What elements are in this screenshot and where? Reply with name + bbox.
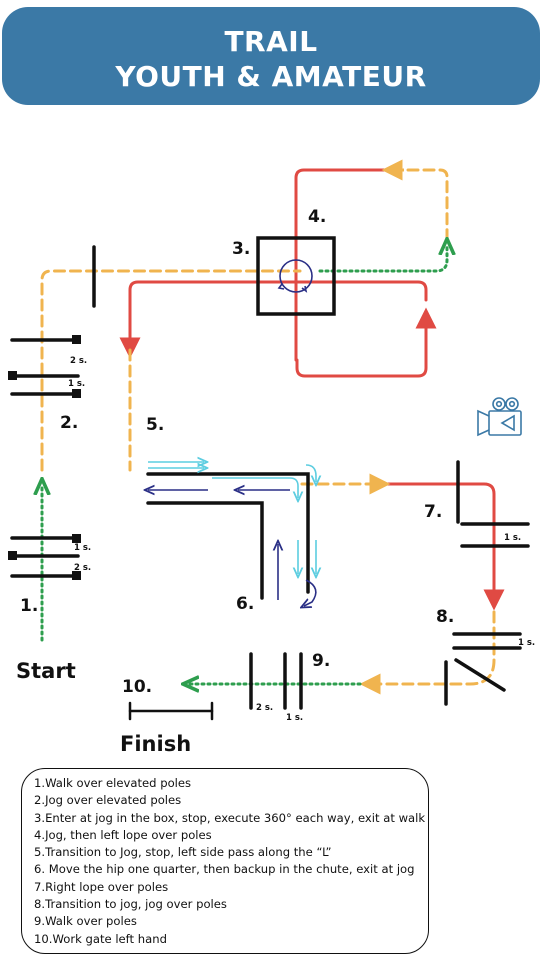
obstacles [10,236,530,721]
chute-outer-l [146,472,310,594]
gate-10 [128,701,214,721]
poles-2 [10,338,80,396]
label-obstacle-8: 8. [436,607,454,627]
legend-item: 5.Transition to Jog, stop, left side pas… [34,845,332,860]
spacing-poles8: 1 s. [518,638,535,648]
finish-label: Finish [120,732,191,756]
walk-path [42,246,447,684]
title-banner: TRAIL YOUTH & AMATEUR [2,7,540,105]
label-obstacle-5: 5. [146,415,164,435]
label-obstacle-3: 3. [232,239,250,259]
box-3 [256,236,336,316]
legend-item: 9.Walk over poles [34,914,137,929]
title-line-1: TRAIL [224,25,318,58]
spacing-labels: 2 s. 1 s. 1 s. 2 s. 1 s. 1 s. 2 s. 1 s. [68,356,535,723]
legend-item: 2.Jog over elevated poles [34,793,182,808]
spacing-poles1-bottom: 2 s. [74,563,91,573]
poles-7 [456,460,530,548]
title-line-2: YOUTH & AMATEUR [115,60,427,93]
pole-blocks [8,335,81,580]
legend-item: 10.Work gate left hand [34,931,167,946]
sidepass-arrows [148,462,316,606]
walk-segment-box-exit [318,246,447,273]
legend-item: 7.Right lope over poles [34,879,169,894]
spacing-poles1-top: 1 s. [74,543,91,553]
lope-path [119,168,505,611]
label-obstacle-10: 10. [122,677,152,697]
jog-segment-top-right [390,168,449,240]
spacing-poles9-right: 1 s. [286,713,303,723]
poles-1 [10,536,80,578]
label-obstacle-1: 1. [20,596,38,616]
label-obstacle-9: 9. [312,651,330,671]
legend-item: 1.Walk over elevated poles [34,776,192,790]
lope-segment-left-descent [119,280,428,359]
legend-item: 3.Enter at jog in the box, stop, execute… [34,810,426,825]
label-obstacle-4: 4. [308,207,326,227]
spacing-poles7: 1 s. [504,533,521,543]
instructions-legend: 1.Walk over elevated poles 2.Jog over el… [21,768,429,954]
obstacle-labels: 1. 2. 3. 4. 5. 6. 7. 8. 9. 10. [20,207,454,697]
chute-inner-l [146,501,264,600]
label-obstacle-7: 7. [424,502,442,522]
spacing-poles2-bottom: 1 s. [68,379,85,389]
jog-path [40,168,496,695]
spacing-poles2-top: 2 s. [70,356,87,366]
lope-segment-loop-right [295,307,437,378]
label-obstacle-2: 2. [60,413,78,433]
lope-segment-top [294,168,394,362]
lope-segment-poles-7 [382,482,505,611]
legend-item: 8.Transition to jog, jog over poles [34,897,227,912]
start-label: Start [16,659,76,683]
spacing-poles9-left: 2 s. [256,703,273,713]
jog-segment-to-box [40,269,302,472]
poles-9 [249,652,303,710]
turn-360-marker [277,259,313,293]
legend-item: 6. Move the hip one quarter, then backup… [34,862,415,877]
legend-item: 4.Jog, then left lope over poles [34,827,212,842]
video-camera-icon [477,397,522,437]
label-obstacle-6: 6. [236,594,254,614]
poles-8 [444,632,522,706]
